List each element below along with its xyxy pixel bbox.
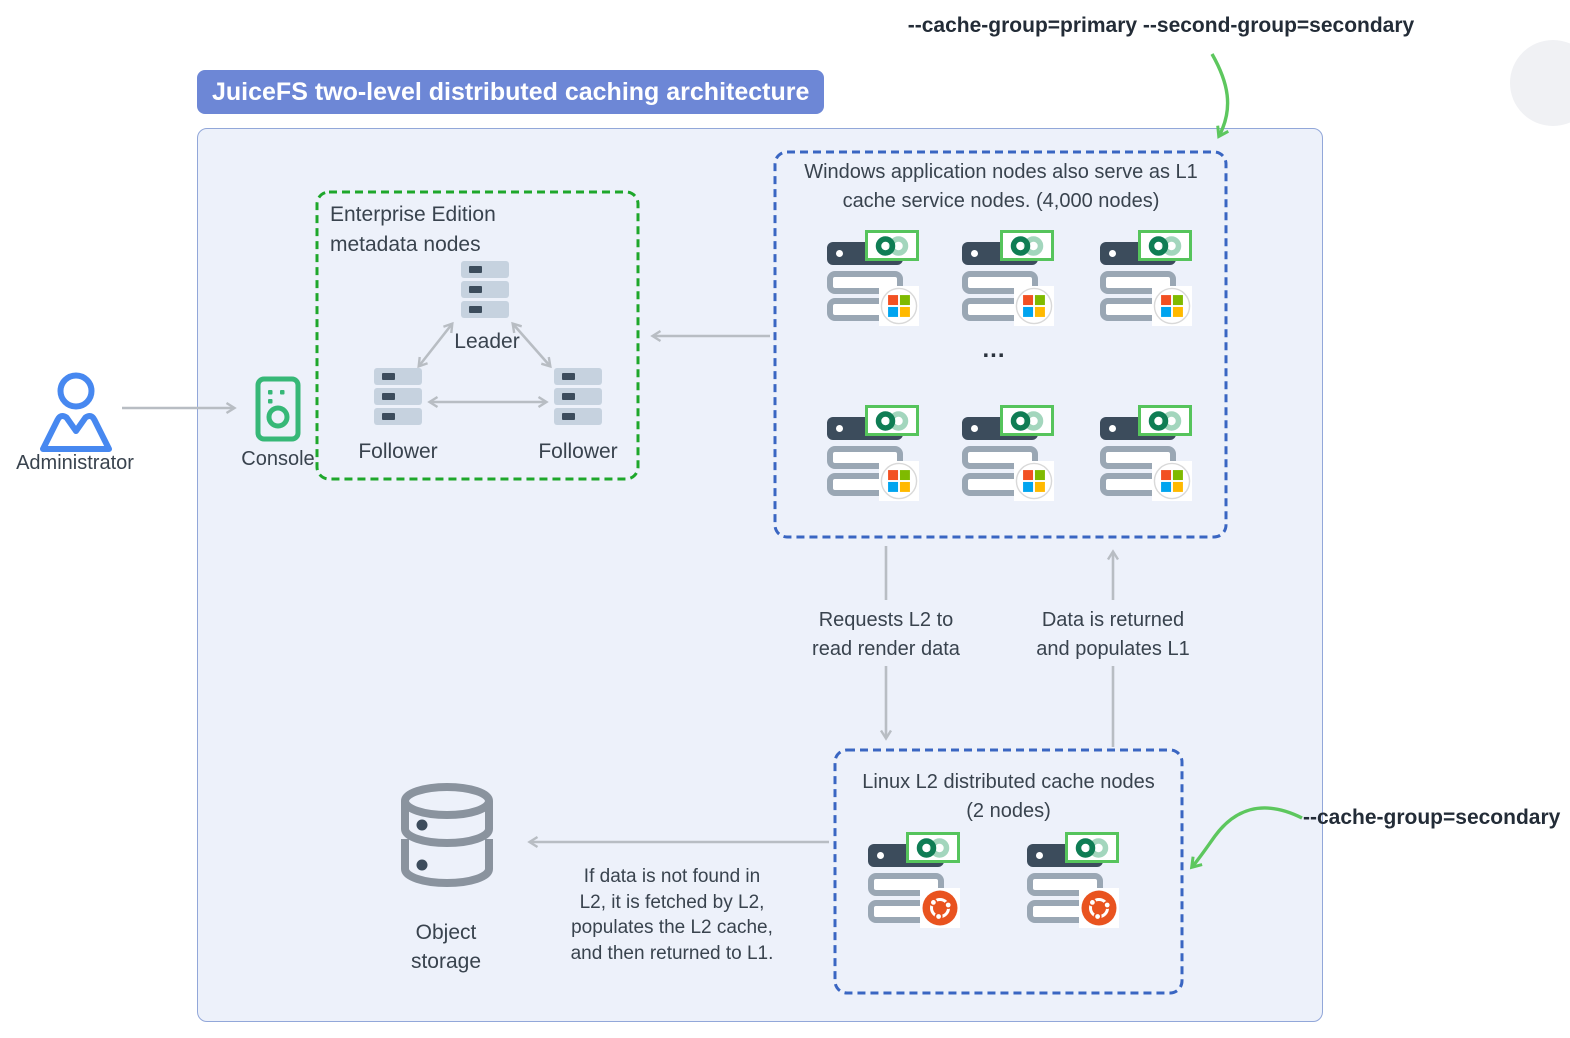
- windows-box-title: Windows application nodes also serve as …: [804, 161, 1198, 212]
- juicefs-logo-icon: [1075, 837, 1109, 858]
- juicefs-logo-icon: [1010, 235, 1044, 256]
- primary-annotation-arrow: [1210, 53, 1230, 139]
- juicefs-logo-icon: [1148, 235, 1182, 256]
- ubuntu-logo-icon: [1081, 890, 1117, 926]
- windows-l1-cache-node-icon: [827, 405, 921, 503]
- console-label: Console: [241, 448, 315, 470]
- windows-logo-icon: [1153, 287, 1191, 325]
- juicefs-logo-icon: [1010, 410, 1044, 431]
- windows-logo-icon: [1153, 462, 1191, 500]
- windows-l1-cache-node-icon: [827, 230, 921, 328]
- administrator-label: Administrator: [16, 452, 134, 474]
- windows-logo-icon: [1015, 462, 1053, 500]
- windows-logo-icon: [880, 462, 918, 500]
- windows-logo-icon: [880, 287, 918, 325]
- windows-l1-cache-node-icon: [1100, 230, 1194, 328]
- follower-right-server-icon: [554, 368, 602, 426]
- primary-cache-group-annotation: --cache-group=primary --second-group=sec…: [907, 14, 1415, 37]
- object-storage-icon: [395, 780, 499, 905]
- follower-left-label: Follower: [358, 440, 438, 463]
- administrator-icon: [36, 370, 116, 461]
- windows-l1-cache-node-icon: [1100, 405, 1194, 503]
- linux-l2-cache-node-icon: [868, 832, 962, 930]
- secondary-cache-group-annotation: --cache-group=secondary: [1303, 806, 1561, 829]
- windows-l1-cache-node-icon: [962, 230, 1056, 328]
- page-corner-decoration: [1510, 40, 1570, 126]
- ubuntu-logo-icon: [922, 890, 958, 926]
- follower-left-server-icon: [374, 368, 422, 426]
- juicefs-logo-icon: [875, 235, 909, 256]
- diagram-title: JuiceFS two-level distributed caching ar…: [197, 70, 825, 114]
- juicefs-logo-icon: [875, 410, 909, 431]
- more-nodes-ellipsis: ...: [982, 336, 1006, 363]
- juicefs-logo-icon: [916, 837, 950, 858]
- leader-server-icon: [461, 261, 509, 319]
- windows-l1-cache-node-icon: [962, 405, 1056, 503]
- juicefs-logo-icon: [1148, 410, 1182, 431]
- follower-right-label: Follower: [538, 440, 618, 463]
- linux-l2-cache-node-icon: [1027, 832, 1121, 930]
- windows-logo-icon: [1015, 287, 1053, 325]
- console-icon: [255, 376, 301, 447]
- leader-label: Leader: [454, 330, 520, 353]
- linux-box-title: Linux L2 distributed cache nodes(2 nodes…: [862, 771, 1155, 822]
